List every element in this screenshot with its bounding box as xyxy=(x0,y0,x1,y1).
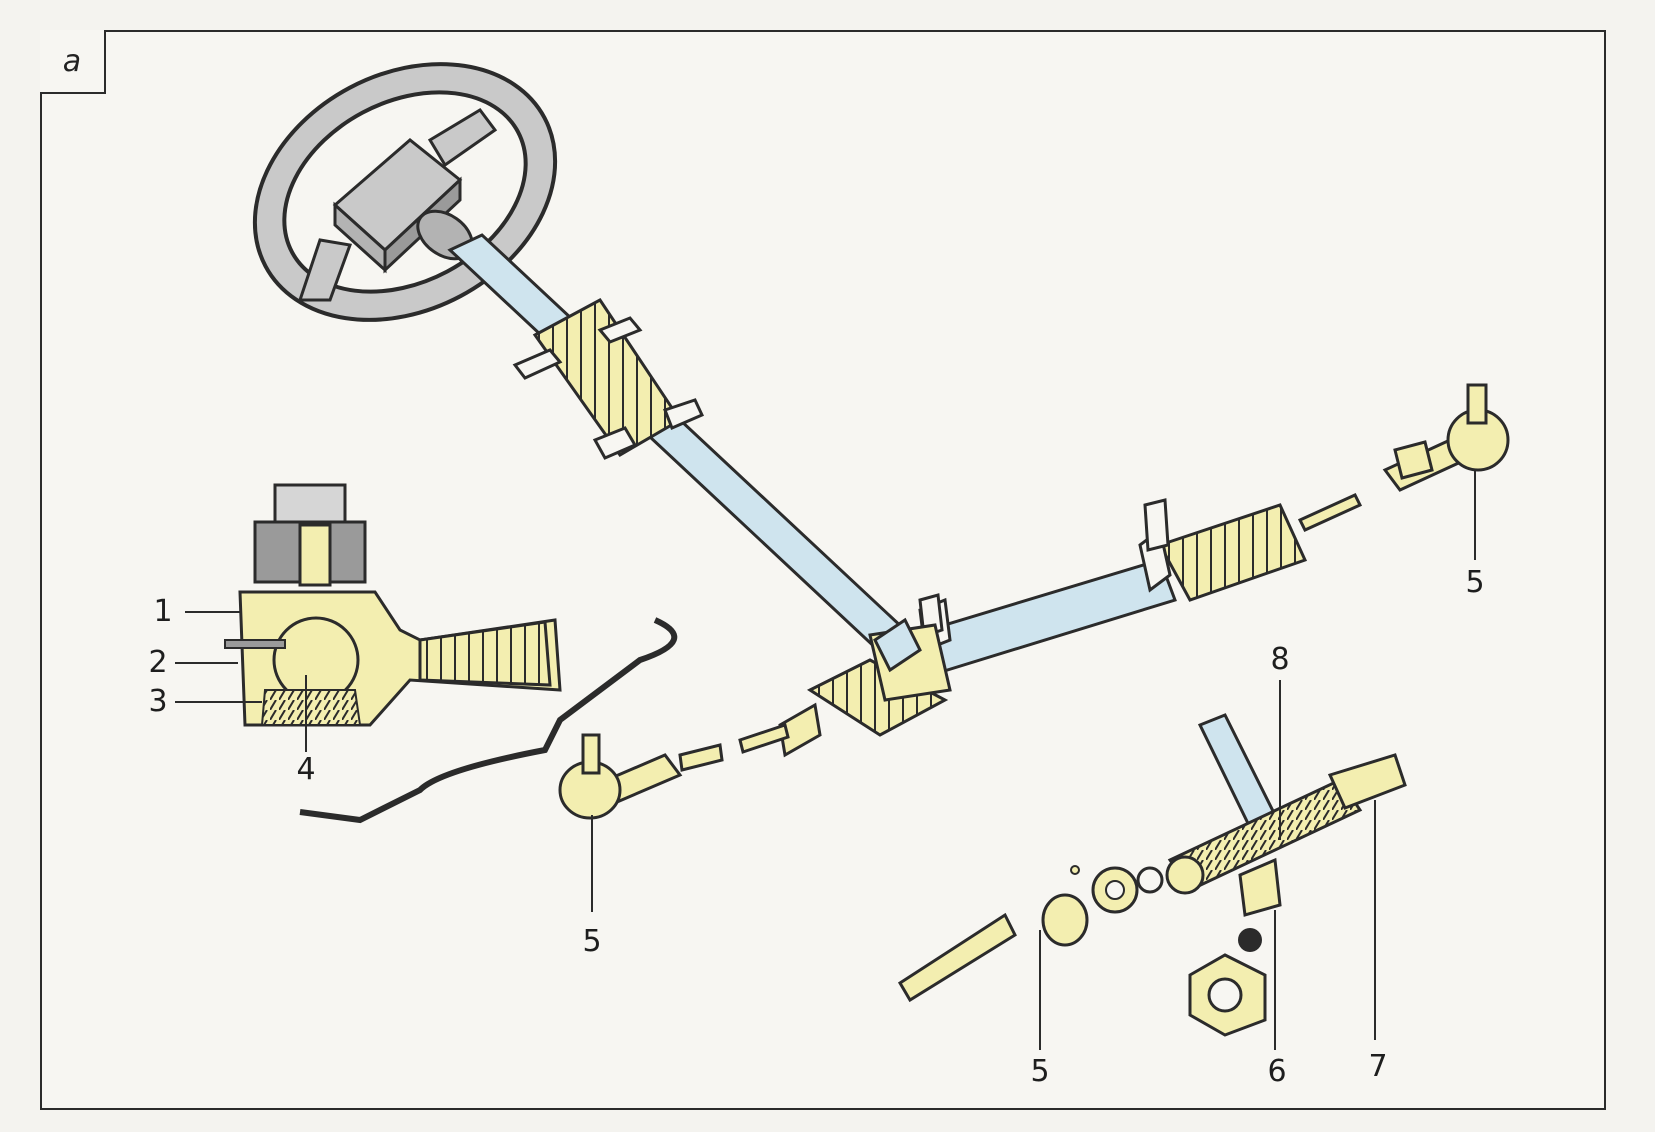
callout-1: 1 xyxy=(153,594,173,629)
exploded-rack-assembly xyxy=(897,713,1407,1037)
callout-7: 7 xyxy=(1368,1049,1388,1084)
section-line xyxy=(299,617,678,824)
callout-6: 6 xyxy=(1267,1054,1287,1089)
steering-column xyxy=(447,233,908,655)
ball-joint-cutaway xyxy=(224,483,562,727)
leader-lines xyxy=(175,470,1476,1050)
callout-8: 8 xyxy=(1270,642,1290,677)
callout-5-bottom: 5 xyxy=(1030,1054,1050,1089)
caption-strip xyxy=(0,1112,1655,1132)
callout-4: 4 xyxy=(296,752,316,787)
callout-5-right: 5 xyxy=(1465,565,1485,600)
right-tie-rod-end xyxy=(1382,383,1510,492)
panel-tag: а xyxy=(40,30,106,94)
callout-5-left: 5 xyxy=(582,924,602,959)
left-tie-rod-end xyxy=(558,733,724,820)
steering-rack xyxy=(738,493,1363,758)
callout-2: 2 xyxy=(148,645,168,680)
callout-3: 3 xyxy=(148,684,168,719)
